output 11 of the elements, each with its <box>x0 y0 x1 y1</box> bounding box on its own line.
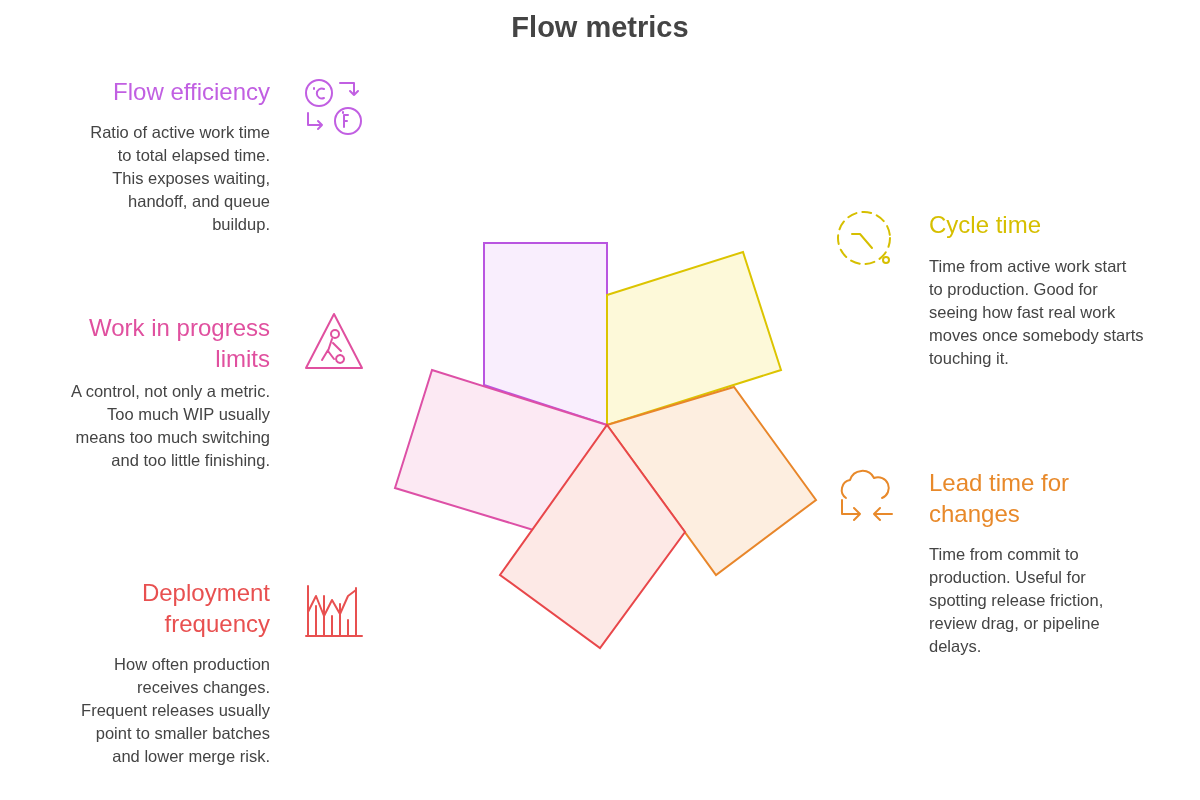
metric-heading: Work in progress limits <box>88 313 270 374</box>
metric-heading: Deployment frequency <box>140 578 270 639</box>
metric-heading: Flow efficiency <box>112 77 270 107</box>
metric-heading: Cycle time <box>929 210 1043 240</box>
metric-description: How often production receives changes. Frequent releases usually point to smaller batches and lower merge risk. <box>80 654 270 767</box>
metric-description: Time from active work start to production. Good for seeing how fast real work moves once somebody starts touching it. <box>929 256 1144 369</box>
metric-description: Time from commit to production. Useful for spotting release friction, review drag, or pipeline delays. <box>929 544 1105 657</box>
diagram-title: Flow metrics <box>510 10 690 44</box>
metric-description: A control, not only a metric. Too much WIP usually means too much switching and too little finishing. <box>70 381 270 471</box>
metric-heading: Lead time for changes <box>929 468 1071 529</box>
metric-description: Ratio of active work time to total elapsed time. This exposes waiting, handoff, and queue buildup. <box>90 122 270 235</box>
